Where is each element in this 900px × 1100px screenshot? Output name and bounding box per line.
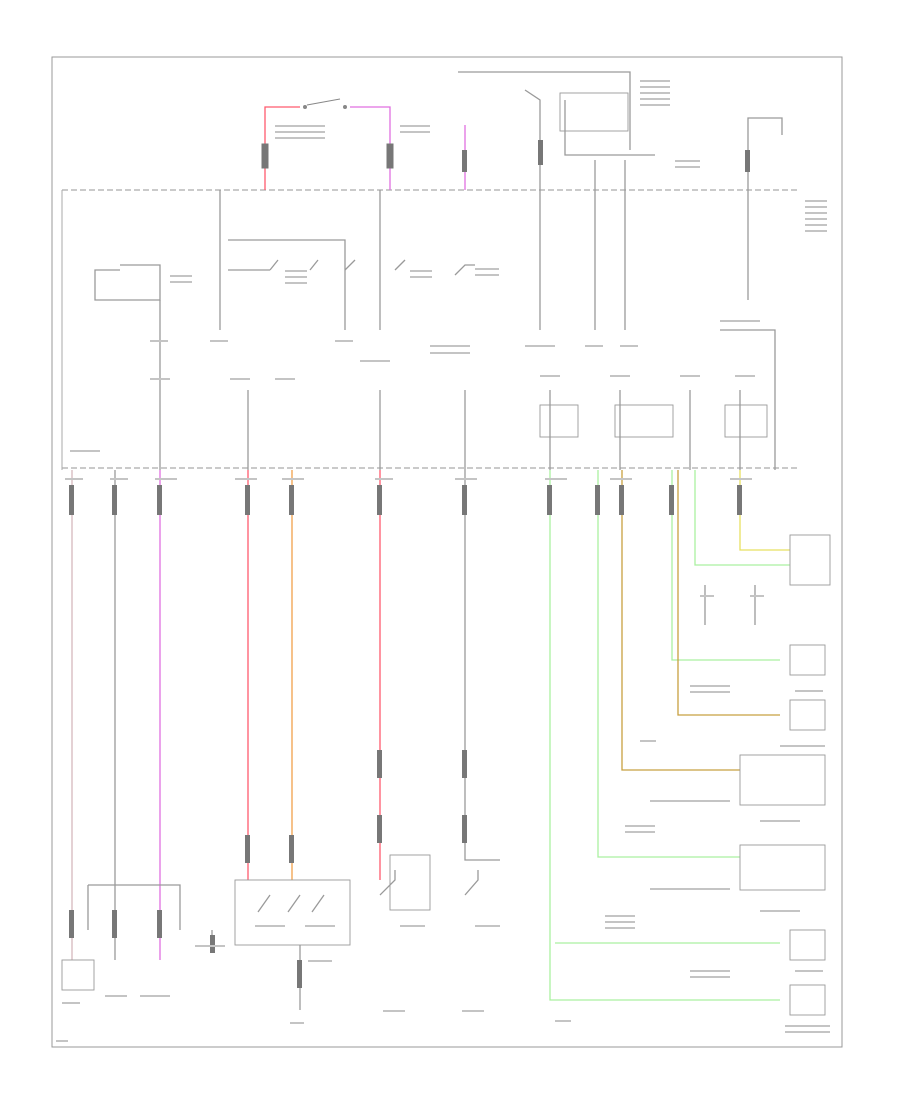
top-fuse-section <box>261 71 783 190</box>
connector <box>386 143 394 169</box>
wire-green <box>597 470 740 858</box>
wire-yellow <box>739 470 790 551</box>
connector <box>737 485 742 515</box>
internal-wire <box>394 259 406 271</box>
lower-connectors <box>69 485 742 988</box>
connector <box>377 750 382 778</box>
indicator-lamp <box>789 534 831 586</box>
relay-feed <box>524 89 541 190</box>
lower-circuits <box>71 470 790 1010</box>
internal-wire <box>309 259 356 271</box>
indicator-lamp <box>789 644 826 676</box>
diagram-frame <box>51 56 843 1048</box>
connector <box>462 150 467 172</box>
fuse-switch <box>306 98 341 106</box>
connector <box>157 485 162 515</box>
indicator-lamp <box>789 984 826 1016</box>
connector <box>462 815 467 843</box>
wire-green <box>694 470 790 566</box>
indicator-lamp <box>789 699 826 731</box>
label-marks <box>56 80 830 1042</box>
connector <box>69 910 74 938</box>
connector <box>112 910 117 938</box>
internal-wire <box>228 259 279 271</box>
connector <box>669 485 674 515</box>
wire-green <box>671 470 780 661</box>
wire-gray <box>464 470 500 861</box>
wire-olive <box>621 470 740 771</box>
switch-contact <box>257 894 325 913</box>
connector <box>112 485 117 515</box>
connector <box>745 150 750 172</box>
connector <box>297 960 302 988</box>
internal-wire <box>720 329 776 470</box>
top-harness <box>458 71 631 150</box>
fuse-contact <box>303 105 307 109</box>
connector <box>157 910 162 938</box>
junction-box-internals <box>94 190 776 470</box>
switch-assembly <box>87 884 181 930</box>
switch-box <box>559 92 629 132</box>
wire-olive <box>677 470 780 716</box>
left-lamp <box>61 959 95 991</box>
connector <box>547 485 552 515</box>
connector <box>289 835 294 863</box>
connector <box>462 750 467 778</box>
connector <box>69 485 74 515</box>
switch-box <box>389 854 431 911</box>
connector <box>261 143 269 169</box>
internal-wire <box>94 264 161 301</box>
ground-feed <box>747 117 783 190</box>
indicator-lamp <box>789 929 826 961</box>
connector <box>377 485 382 515</box>
connector <box>595 485 600 515</box>
fuse-supply-red <box>264 106 300 190</box>
connector <box>619 485 624 515</box>
fuse-supply-pink <box>350 106 391 190</box>
relay-box <box>614 404 674 438</box>
internal-wire <box>454 264 475 276</box>
switch-contact <box>379 870 396 896</box>
headlamp-left <box>739 754 826 806</box>
connector <box>289 485 294 515</box>
switch-box <box>234 879 351 946</box>
internal-wire <box>228 239 346 330</box>
connector <box>245 835 250 863</box>
wire-green <box>549 470 780 1001</box>
connector <box>210 935 215 953</box>
connector <box>538 140 543 165</box>
relay-box <box>539 404 579 438</box>
relay-box <box>724 404 768 438</box>
ground-lead <box>704 585 756 625</box>
connector <box>377 815 382 843</box>
connector <box>462 485 467 515</box>
relay-output <box>564 100 655 156</box>
components <box>61 534 831 1016</box>
headlamp-right <box>739 844 826 891</box>
fuse-contact <box>343 105 347 109</box>
switch-contact <box>464 870 479 896</box>
connector <box>245 485 250 515</box>
